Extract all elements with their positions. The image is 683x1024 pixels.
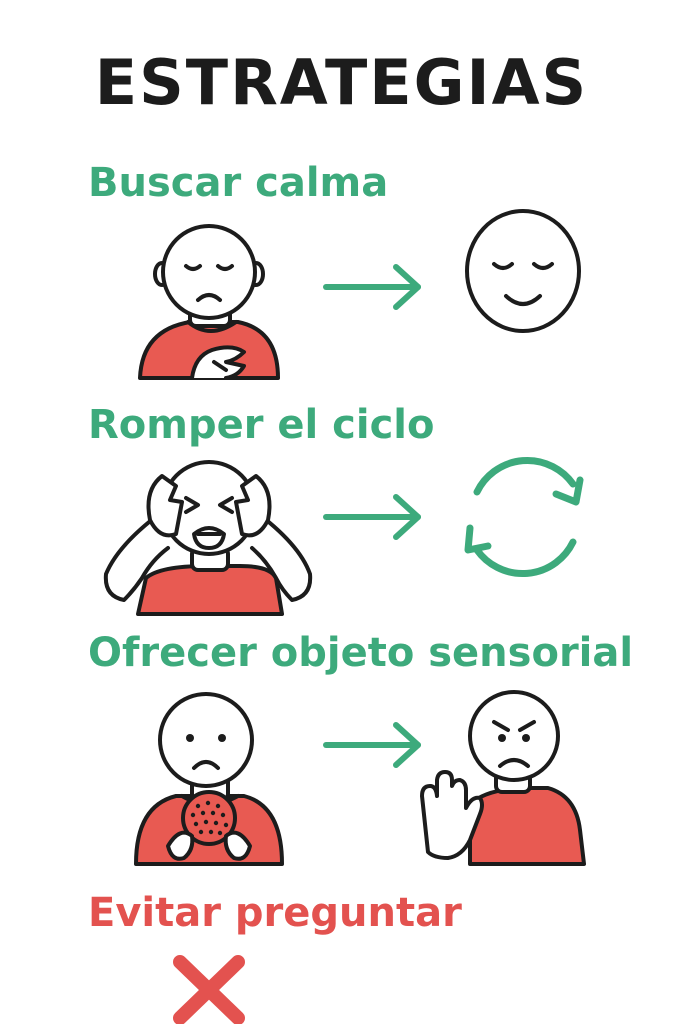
sad-calm-person-hand-on-chest-icon: [138, 224, 280, 380]
arrow-right-icon: [323, 494, 421, 540]
strategy-heading-evitar-preguntar: Evitar preguntar: [88, 890, 462, 936]
angry-person-stop-hand-icon: [420, 690, 586, 866]
strategy-heading-romper-ciclo: Romper el ciclo: [88, 402, 435, 448]
cycle-arrows-icon: [464, 456, 584, 578]
strategy-heading-buscar-calma: Buscar calma: [88, 160, 389, 206]
page-title: ESTRATEGIAS: [94, 46, 589, 119]
arrow-right-icon: [323, 722, 421, 768]
red-x-icon: [173, 955, 245, 1024]
distressed-person-covering-ears-icon: [103, 460, 313, 616]
arrow-right-icon: [323, 264, 421, 310]
strategy-heading-objeto-sensorial: Ofrecer objeto sensorial: [88, 630, 634, 676]
sad-person-holding-sensory-ball-icon: [134, 692, 284, 866]
smiling-calm-face-icon: [465, 209, 581, 333]
